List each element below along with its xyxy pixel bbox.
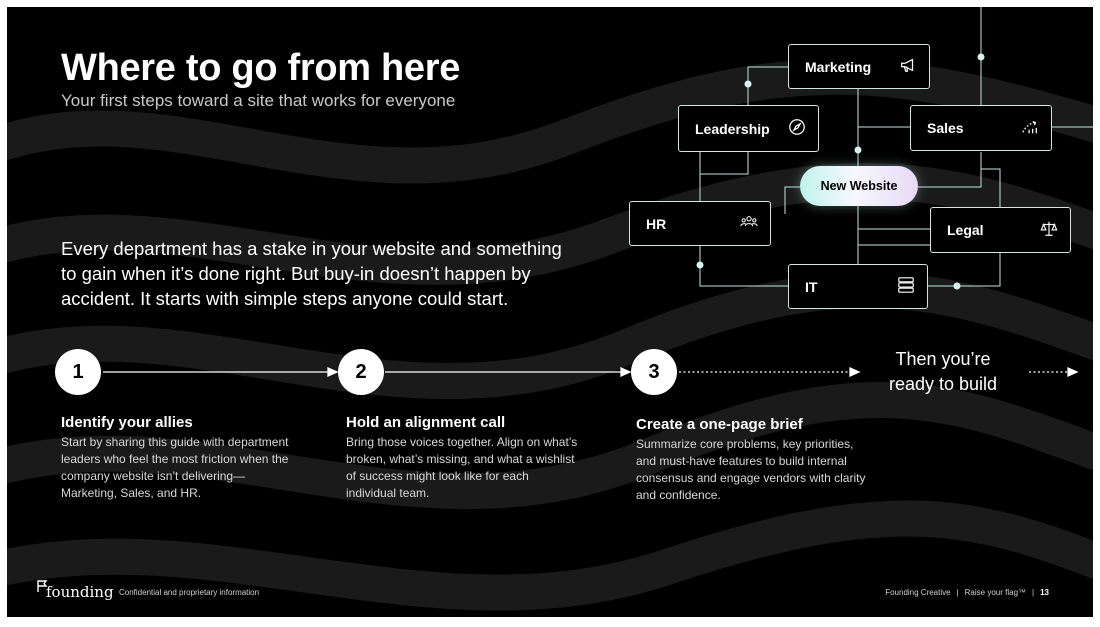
step-3-description: Summarize core problems, key priorities,… [636, 437, 866, 502]
step-1-description: Start by sharing this guide with departm… [61, 435, 289, 500]
brand-logo: founding [35, 579, 114, 601]
footer-separator: | [956, 588, 959, 597]
flag-icon [37, 580, 48, 592]
megaphone-icon [899, 56, 917, 77]
node-leadership-label: Leadership [695, 120, 770, 137]
node-it: IT [788, 264, 928, 309]
brand-wordmark: founding [46, 583, 114, 601]
node-hr: HR [629, 201, 771, 246]
new-website-hub: New Website [800, 166, 918, 206]
people-icon [740, 213, 758, 234]
step-3-number: 3 [631, 349, 677, 395]
wave-background [7, 58, 1093, 611]
node-legal: Legal [930, 207, 1071, 253]
node-it-label: IT [805, 278, 818, 295]
slide: Where to go from here Your first steps t… [7, 7, 1093, 617]
node-legal-label: Legal [947, 222, 984, 238]
footer-company: Founding Creative [885, 588, 951, 597]
node-sales-label: Sales [927, 120, 964, 136]
confidential-notice: Confidential and proprietary information [119, 588, 260, 597]
final-step-text: Then you’re ready to build [888, 349, 998, 394]
compass-icon [788, 118, 806, 139]
step-3-title: Create a one-page brief [636, 416, 803, 433]
page-title: Where to go from here [61, 47, 461, 89]
page-subtitle: Your first steps toward a site that work… [61, 91, 456, 110]
node-leadership: Leadership [678, 105, 819, 152]
growth-chart-icon [1021, 118, 1039, 139]
intro-paragraph: Every department has a stake in your web… [61, 238, 562, 309]
footer-meta: Founding Creative | Raise your flag™ | 1… [885, 588, 1049, 597]
footer-tagline: Raise your flag™ [964, 588, 1027, 597]
step-1-number: 1 [55, 349, 101, 395]
server-icon [897, 276, 915, 297]
scales-icon [1040, 220, 1058, 241]
step-2-number: 2 [338, 349, 384, 395]
node-hr-label: HR [646, 215, 667, 232]
node-marketing: Marketing [788, 44, 930, 89]
footer-separator: | [1032, 588, 1035, 597]
node-marketing-label: Marketing [805, 58, 872, 75]
step-2-title: Hold an alignment call [346, 414, 506, 431]
page-number: 13 [1040, 588, 1049, 597]
steps-connectors [103, 366, 1079, 378]
node-sales: Sales [910, 105, 1052, 151]
department-network-lines [696, 7, 1093, 290]
step-1-title: Identify your allies [61, 414, 193, 431]
step-2-description: Bring those voices together. Align on wh… [346, 435, 578, 500]
